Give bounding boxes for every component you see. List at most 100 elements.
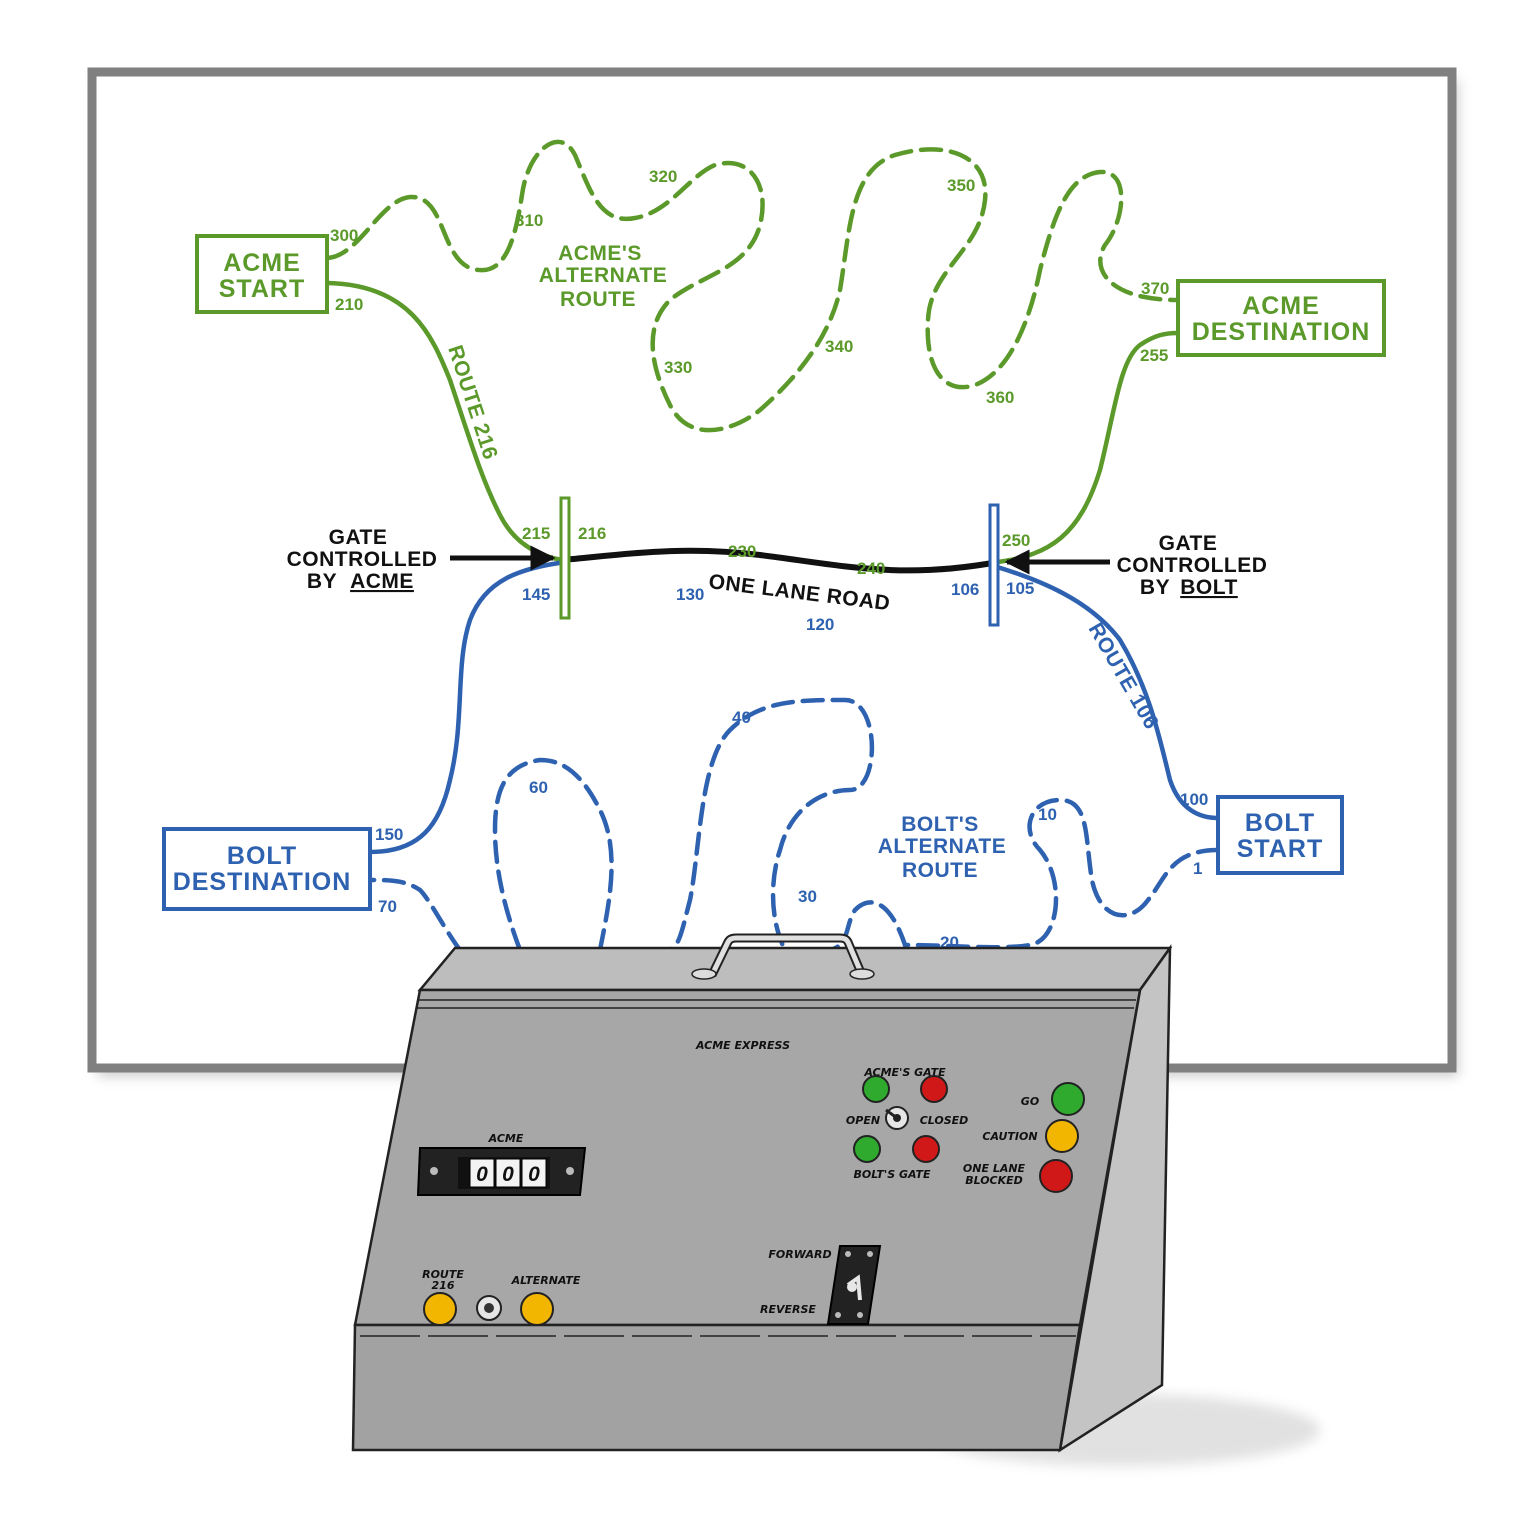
one-lane-blocked-light bbox=[1039, 1159, 1073, 1193]
waypoint-216: 216 bbox=[578, 524, 606, 543]
waypoint-255: 255 bbox=[1140, 346, 1168, 365]
acmes-gate-label: ACME'S GATE bbox=[863, 1066, 946, 1079]
waypoint-240: 240 bbox=[857, 559, 885, 578]
waypoint-310: 310 bbox=[515, 211, 543, 230]
bolt-alternate-path bbox=[367, 697, 1221, 953]
acme-gate-marker bbox=[559, 496, 571, 620]
one-lane-blocked-label-2: BLOCKED bbox=[965, 1174, 1023, 1187]
counter-digit-3: 0 bbox=[528, 1163, 540, 1186]
caution-light bbox=[1045, 1119, 1079, 1153]
counter-digit-1: 0 bbox=[476, 1163, 488, 1186]
waypoint-100: 100 bbox=[1180, 790, 1208, 809]
waypoint-300: 300 bbox=[330, 226, 358, 245]
closed-label: CLOSED bbox=[920, 1114, 969, 1127]
waypoint-120: 120 bbox=[806, 615, 834, 634]
acme-alternate-label: ACME'S ALTERNATE ROUTE bbox=[539, 242, 668, 311]
forward-reverse-switch[interactable] bbox=[826, 1245, 882, 1325]
waypoint-106: 106 bbox=[951, 580, 979, 599]
route-255-path bbox=[995, 330, 1181, 565]
reverse-label: REVERSE bbox=[760, 1303, 816, 1316]
carry-handle[interactable] bbox=[691, 933, 875, 980]
waypoint-230: 230 bbox=[728, 542, 756, 561]
bolt-gate-marker bbox=[988, 503, 1000, 627]
counter-label: ACME bbox=[488, 1132, 524, 1145]
waypoint-145: 145 bbox=[522, 585, 550, 604]
acme-waypoint-numbers: 300 210 310 320 330 340 350 360 370 255 … bbox=[330, 167, 1169, 578]
bolt-gate-green-light bbox=[853, 1135, 881, 1163]
waypoint-60: 60 bbox=[529, 778, 548, 797]
waypoint-215: 215 bbox=[522, 524, 550, 543]
acme-counter: ACME 0 0 0 bbox=[416, 1132, 587, 1196]
svg-text:GATE: GATE bbox=[1159, 532, 1218, 555]
waypoint-130: 130 bbox=[676, 585, 704, 604]
waypoint-210: 210 bbox=[335, 295, 363, 314]
svg-text:ALTERNATE: ALTERNATE bbox=[878, 835, 1007, 858]
svg-text:CONTROLLED: CONTROLLED bbox=[287, 548, 438, 571]
route-select-switch[interactable] bbox=[476, 1295, 502, 1321]
route-150-path bbox=[367, 559, 569, 855]
waypoint-360: 360 bbox=[986, 388, 1014, 407]
acme-destination-box: ACME DESTINATION bbox=[1176, 279, 1386, 357]
acme-start-line2: START bbox=[219, 275, 305, 303]
gate-bolt-callout: GATE CONTROLLED BY BOLT bbox=[1004, 532, 1268, 599]
svg-text:ROUTE: ROUTE bbox=[902, 859, 978, 882]
bolt-destination-line1: BOLT bbox=[227, 842, 297, 870]
bolt-gate-red-light bbox=[912, 1135, 940, 1163]
alternate-light bbox=[520, 1292, 554, 1326]
waypoint-70: 70 bbox=[378, 897, 397, 916]
waypoint-30: 30 bbox=[798, 887, 817, 906]
route-106-path bbox=[991, 563, 1221, 821]
gate-toggle-switch[interactable] bbox=[885, 1106, 909, 1130]
gate-acme-callout: GATE CONTROLLED BY ACME bbox=[287, 526, 556, 593]
bolt-destination-line2: DESTINATION bbox=[173, 868, 352, 896]
svg-text:ROUTE: ROUTE bbox=[560, 288, 636, 311]
bolt-alternate-label: BOLT'S ALTERNATE ROUTE bbox=[878, 813, 1007, 882]
waypoint-40: 40 bbox=[732, 708, 751, 727]
waypoint-105: 105 bbox=[1006, 579, 1034, 598]
bolt-start-line2: START bbox=[1237, 835, 1323, 863]
bolt-start-line1: BOLT bbox=[1245, 809, 1315, 837]
counter-digit-2: 0 bbox=[502, 1163, 514, 1186]
bolt-routes bbox=[367, 559, 1221, 953]
route-216-label-1: ROUTE bbox=[422, 1268, 464, 1281]
forward-label: FORWARD bbox=[768, 1248, 831, 1261]
route-216-light bbox=[423, 1292, 457, 1326]
waypoint-320: 320 bbox=[649, 167, 677, 186]
one-lane-road-path bbox=[561, 547, 999, 574]
device-title: ACME EXPRESS bbox=[695, 1039, 790, 1052]
bolt-start-box: BOLT START bbox=[1216, 795, 1344, 875]
svg-text:ACME'S: ACME'S bbox=[558, 242, 642, 265]
acme-start-line1: ACME bbox=[223, 249, 301, 277]
waypoint-250: 250 bbox=[1002, 531, 1030, 550]
bolt-destination-box: BOLT DESTINATION bbox=[162, 827, 372, 911]
svg-text:BY: BY bbox=[1140, 576, 1170, 599]
one-lane-blocked-label-1: ONE LANE bbox=[963, 1162, 1026, 1175]
route-216-path bbox=[325, 280, 565, 563]
svg-text:GATE: GATE bbox=[329, 526, 388, 549]
control-device: ACME EXPRESS ACME 0 0 0 ACME'S GATE OPEN… bbox=[351, 933, 1320, 1466]
waypoint-1: 1 bbox=[1193, 859, 1202, 878]
svg-text:BOLT: BOLT bbox=[1180, 576, 1238, 599]
route-216-label-2: 216 bbox=[432, 1279, 455, 1292]
waypoint-370: 370 bbox=[1141, 279, 1169, 298]
acme-destination-line1: ACME bbox=[1242, 292, 1320, 320]
acme-routes bbox=[325, 139, 1181, 565]
acme-alternate-path bbox=[325, 139, 1181, 433]
waypoint-330: 330 bbox=[664, 358, 692, 377]
waypoint-350: 350 bbox=[947, 176, 975, 195]
waypoint-340: 340 bbox=[825, 337, 853, 356]
alternate-label: ALTERNATE bbox=[511, 1274, 581, 1287]
open-label: OPEN bbox=[846, 1114, 880, 1127]
svg-text:BOLT'S: BOLT'S bbox=[901, 813, 979, 836]
svg-text:CONTROLLED: CONTROLLED bbox=[1117, 554, 1268, 577]
acme-start-box: ACME START bbox=[195, 234, 329, 314]
caution-label: CAUTION bbox=[982, 1130, 1037, 1143]
acme-gate-green-light bbox=[862, 1075, 890, 1103]
go-light bbox=[1051, 1082, 1085, 1116]
acme-gate-red-light bbox=[920, 1075, 948, 1103]
acme-destination-line2: DESTINATION bbox=[1192, 318, 1371, 346]
waypoint-150: 150 bbox=[375, 825, 403, 844]
svg-text:BY: BY bbox=[307, 570, 337, 593]
svg-text:ALTERNATE: ALTERNATE bbox=[539, 264, 668, 287]
